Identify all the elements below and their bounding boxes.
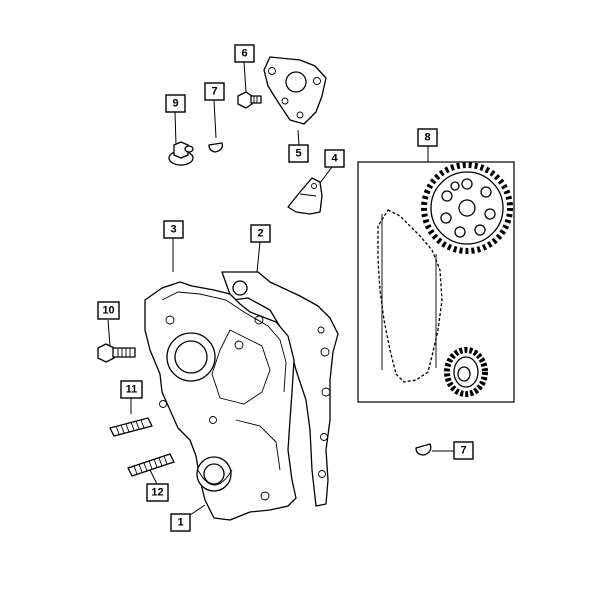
- long-stud: [127, 453, 175, 477]
- callout-3-number: 3: [170, 224, 176, 236]
- timing-chain-set: [377, 162, 513, 397]
- leader-lines: [107, 61, 454, 516]
- callout-9: 9: [165, 94, 186, 113]
- callout-5-number: 5: [295, 148, 301, 160]
- callout-6-number: 6: [241, 48, 247, 60]
- timing-cover: [144, 281, 297, 521]
- callout-8: 8: [417, 128, 438, 147]
- callout-4-number: 4: [331, 153, 338, 165]
- callout-1: 1: [170, 513, 191, 532]
- crankshaft-sprocket: [444, 347, 488, 397]
- callout-1-number: 1: [177, 517, 183, 529]
- short-stud: [109, 417, 153, 437]
- callout-10-number: 10: [102, 305, 114, 317]
- callout-7-top: 7: [204, 82, 225, 101]
- callout-5: 5: [288, 144, 309, 163]
- timing-chain-group-frame: [357, 161, 515, 403]
- callout-2: 2: [250, 224, 271, 243]
- callout-10: 10: [97, 301, 120, 320]
- flange-bolt: [237, 91, 262, 109]
- callout-7-bottom-number: 7: [460, 445, 466, 457]
- callout-2-number: 2: [257, 228, 263, 240]
- callout-12-number: 12: [151, 487, 163, 499]
- callout-11: 11: [120, 380, 143, 399]
- timing-chain: [377, 209, 443, 383]
- bracket: [287, 177, 323, 215]
- callout-11-number: 11: [126, 384, 138, 396]
- callout-labels: 1 2 3 4 5 6 7 7: [97, 44, 474, 532]
- callout-3: 3: [163, 220, 184, 239]
- callout-9-number: 9: [172, 98, 178, 110]
- callout-6: 6: [234, 44, 255, 63]
- callout-8-number: 8: [424, 132, 430, 144]
- camshaft-sprocket: [421, 162, 513, 254]
- callout-4: 4: [324, 149, 345, 168]
- sprocket-bolt: [168, 141, 194, 166]
- woodruff-key-bottom: [415, 443, 432, 456]
- callout-12: 12: [146, 483, 169, 502]
- mounting-plate: [263, 56, 327, 125]
- cover-bolt: [97, 343, 136, 363]
- woodruff-key-top: [208, 142, 223, 153]
- callout-7-bottom: 7: [453, 441, 474, 460]
- callout-7-top-number: 7: [211, 86, 217, 98]
